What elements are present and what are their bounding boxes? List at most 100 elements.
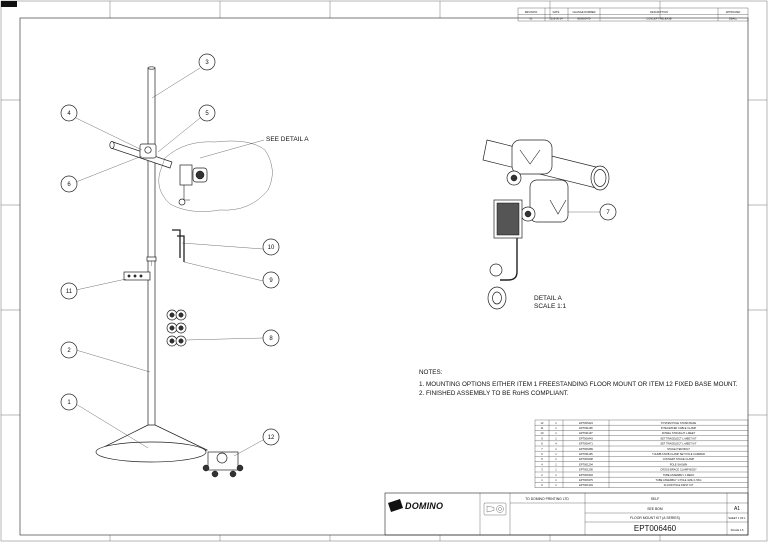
bom-cell: EPT001394 (579, 483, 593, 487)
svg-text:5: 5 (205, 111, 209, 117)
bom-cell: SET TRAGELECT L-MEET KIT (660, 442, 697, 446)
bom-cell: 1 (555, 447, 557, 451)
title-block-size: A1 (734, 506, 740, 512)
bom-cell: POLE SHOWN (670, 462, 688, 466)
svg-text:3: 3 (205, 60, 209, 66)
bom-cell: 5 (541, 457, 543, 461)
svg-text:4: 4 (67, 111, 71, 117)
bom-cell: CROSS BRACE CLAMP BODY (660, 468, 697, 472)
bom-cell: TUBE ASSEMBLY 1 REDO (663, 473, 695, 477)
detail-a-title: DETAIL A (534, 295, 562, 302)
title-block-finish: SELF (651, 497, 659, 501)
inner-frame (19, 17, 749, 536)
bom-row: 4 1 EPT001294 POLE SHOWN (541, 462, 687, 466)
balloon-11: 11 (60, 282, 78, 300)
bom-cell: 2 (541, 473, 543, 477)
svg-text:2: 2 (67, 348, 71, 354)
rev-cell-description: CONCEPT RELEASE (646, 17, 672, 21)
rev-cell-change: EDM00479 (578, 17, 592, 21)
title-block: DOMINO TO DOMINO PRINTING LTD SELF SEE B… (384, 492, 749, 536)
projection-symbol (483, 502, 507, 516)
bom-cell: FLOOR POLE FIRST KIT (664, 483, 694, 487)
rev-header-revision: REVISION (525, 10, 538, 14)
svg-text:1: 1 (67, 400, 71, 406)
bom-cell: 1 (555, 462, 557, 466)
bom-cell: 1 (555, 431, 557, 435)
fixed-base-mount (202, 451, 244, 478)
bom-cell: 0 (541, 483, 543, 487)
bom-cell: EPT006471 (579, 442, 593, 446)
bom-cell: CONVERT STAGE CLAMP (663, 457, 695, 461)
bom-cell: EPT001196 (579, 426, 593, 430)
drawing-number: EPT006460 (634, 524, 677, 533)
rev-header-approved: APPROVED (726, 10, 741, 14)
domino-logo: DOMINO (388, 499, 443, 512)
bom-cell: EPT006408 (579, 457, 593, 461)
bom-cell: 4 (541, 462, 543, 466)
item-balloons: 3 4 5 6 10 9 11 8 2 1 12 7 (60, 53, 617, 446)
bom-cell: 3 (541, 468, 543, 472)
balloon-2: 2 (60, 341, 78, 359)
leaders (75, 67, 600, 457)
bom-cell: 1 (555, 457, 557, 461)
bom-cell: EPT001197 (579, 431, 593, 435)
bom-cell: 11 (541, 426, 544, 430)
corner-mark (1, 1, 17, 7)
bom-cell: 7 (541, 447, 543, 451)
bom-cell: 1 (555, 452, 557, 456)
svg-text:8: 8 (269, 336, 273, 342)
detail-a-boundary (158, 140, 273, 212)
rev-cell-approved: DBALL (729, 17, 738, 21)
revision-table: REVISION DATE CHANGE NUMBER DESCRIPTION … (517, 7, 749, 22)
brand-wordmark: DOMINO (405, 501, 443, 511)
title-block-scale: SCALE 1:5 (731, 528, 744, 532)
balloon-12: 12 (262, 428, 280, 446)
thumb-knob-set (166, 309, 187, 347)
detail-lower-clamp (529, 179, 569, 223)
bom-cell: 12 (541, 421, 544, 425)
bom-cell: 1 (555, 421, 557, 425)
bom-cell: EPT006394 (579, 473, 593, 477)
detail-hook-bolt (500, 238, 518, 281)
rev-cell-revision: 01 (530, 17, 533, 21)
bom-cell: INTEGRATED CABLE CLAMP (661, 426, 697, 430)
bom-cell: TUBE ASSEMBLY 1 POLE 1M/H 1.5KG (655, 478, 701, 482)
note-1: 1. MOUNTING OPTIONS EITHER ITEM 1 FREEST… (419, 381, 738, 388)
see-detail-callout: SEE DETAIL A (266, 136, 309, 143)
bom-cell: 10 (541, 431, 544, 435)
balloon-4: 4 (60, 104, 78, 122)
bom-cell: SYSTEM POLE STAND BASE (661, 421, 697, 425)
bom-cell: 1 (541, 478, 543, 482)
balloon-3: 3 (198, 53, 216, 71)
bom-cell: EPT001294 (579, 462, 593, 466)
balloon-8: 8 (262, 329, 280, 347)
bom-cell: STAGE ITEM BOLT (667, 447, 690, 451)
notes-title: NOTES: (419, 369, 443, 376)
bom-cell: 9 (541, 436, 543, 440)
detail-a-scale: SCALE 1:1 (534, 303, 567, 310)
svg-text:11: 11 (66, 289, 73, 295)
vertical-pole (147, 67, 156, 441)
cable-clamp (123, 271, 151, 281)
bom-cell: EPT001195 (579, 452, 593, 456)
bom-cell: 1 (555, 436, 557, 440)
bom-cell: EPT006424 (579, 421, 593, 425)
rev-cell-date: 2019-06-14 (549, 17, 563, 21)
bom-cell: 4 (555, 442, 557, 446)
svg-text:9: 9 (269, 278, 273, 284)
rev-header-date: DATE (553, 10, 560, 14)
svg-text:6: 6 (67, 182, 71, 188)
svg-text:10: 10 (268, 245, 275, 251)
balloon-6: 6 (60, 175, 78, 193)
